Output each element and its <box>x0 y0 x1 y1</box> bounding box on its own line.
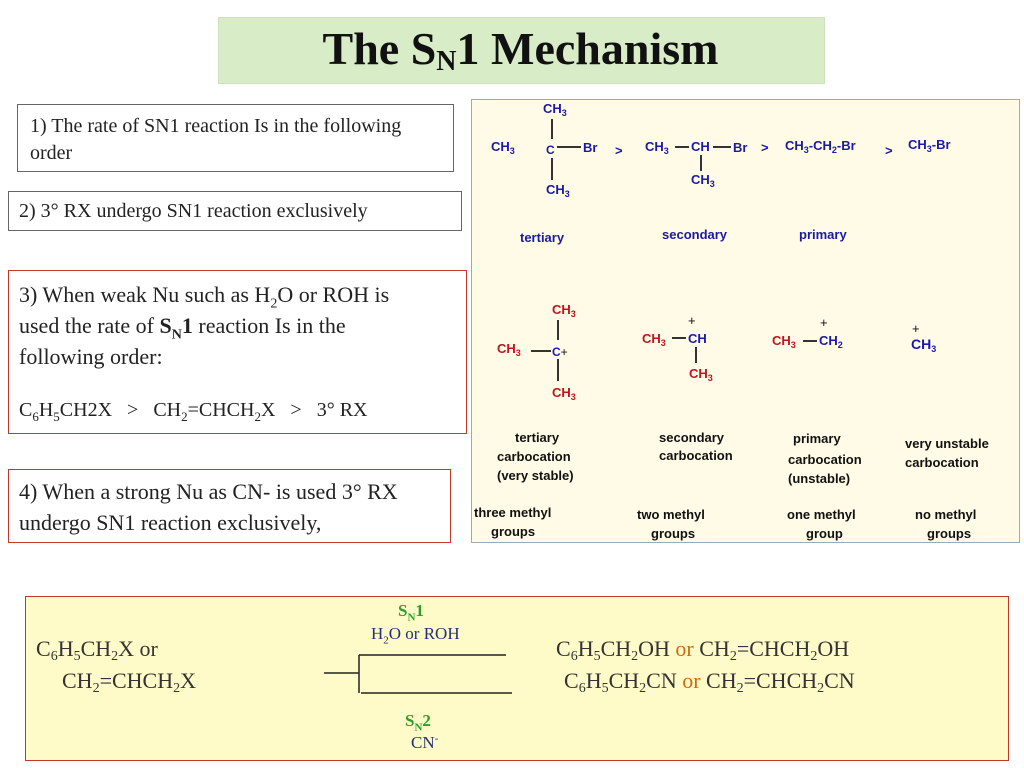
products-sn2: C6H5CH2CN or CH2=CHCH2CN <box>564 668 855 696</box>
bond <box>551 119 553 139</box>
point-3-line-2: used the rate of SN1 reaction Is in the <box>19 313 346 343</box>
sec-cation-ch3: CH3 <box>642 331 666 348</box>
label-secondary: secondary <box>662 227 728 242</box>
sn1-label: SN1 <box>398 601 424 624</box>
methyl-halide: CH3-Br <box>908 137 951 154</box>
prim-cation-ch2: CH2 <box>819 333 843 350</box>
point-3-box: 3) When weak Nu such as H2O or ROH is us… <box>8 270 467 434</box>
greater-than-3: > <box>885 143 893 158</box>
tert-halide-ch3-top: CH3 <box>543 101 567 118</box>
label-tertiary: tertiary <box>520 230 565 245</box>
sn2-label: SN2 <box>405 711 431 734</box>
prim-cation-plus: + <box>820 315 828 330</box>
groups-label-3a: one methyl <box>787 507 856 522</box>
point-3-line-3: following order: <box>19 344 163 369</box>
cation-label-primary-3: (unstable) <box>788 471 851 486</box>
groups-label-4b: groups <box>927 526 972 541</box>
tert-halide-ch3-bottom: CH3 <box>546 182 570 199</box>
label-primary: primary <box>799 227 847 242</box>
groups-label-3b: group <box>806 526 843 541</box>
stability-panel: CH3 CH3 C Br CH3 > CH3 CH Br CH3 > CH3-C… <box>471 99 1020 543</box>
cation-label-methyl-2: carbocation <box>905 455 979 470</box>
bond <box>803 340 817 342</box>
point-3-order: C6H5CH2X > CH2=CHCH2X > 3° RX <box>19 399 368 424</box>
greater-than-2: > <box>761 140 769 155</box>
products-sn1: C6H5CH2OH or CH2=CHCH2OH <box>556 636 850 664</box>
cation-label-tertiary-2: carbocation <box>497 449 571 464</box>
bond <box>557 359 559 381</box>
bond <box>700 155 702 171</box>
methyl-cation: CH3 <box>911 336 937 354</box>
branch-arrow <box>324 654 512 694</box>
tert-halide-carbon: C <box>546 143 555 157</box>
point-1-text: 1) The rate of SN1 reaction Is in the fo… <box>30 115 402 164</box>
tert-cation-ch3-bottom: CH3 <box>552 385 576 402</box>
groups-label-2b: groups <box>651 526 696 541</box>
greater-than-1: > <box>615 143 623 158</box>
bond <box>557 146 581 148</box>
groups-label-1a: three methyl <box>474 505 552 520</box>
cation-label-tertiary-1: tertiary <box>515 430 560 445</box>
sec-cation-ch: CH <box>688 331 707 346</box>
bond <box>551 158 553 180</box>
point-2-box: 2) 3° RX undergo SN1 reaction exclusivel… <box>8 191 462 231</box>
sn1-reagent: H2O or ROH <box>371 624 460 647</box>
cation-label-primary-1: primary <box>793 431 841 446</box>
prim-halide: CH3-CH2-Br <box>785 138 856 155</box>
sn2-reagent: CN- <box>411 732 439 752</box>
sec-halide-ch3: CH3 <box>645 139 669 156</box>
cation-label-secondary-1: secondary <box>659 430 725 445</box>
cation-label-primary-2: carbocation <box>788 452 862 467</box>
title-banner <box>218 17 825 84</box>
sec-cation-plus: + <box>688 313 696 328</box>
tert-cation-ch3-left: CH3 <box>497 341 521 358</box>
reactant-2: CH2=CHCH2X <box>62 668 196 696</box>
prim-cation-ch3: CH3 <box>772 333 796 350</box>
bond <box>557 320 559 340</box>
groups-label-1b: groups <box>491 524 536 539</box>
groups-label-2a: two methyl <box>637 507 705 522</box>
point-2-text: 2) 3° RX undergo SN1 reaction exclusivel… <box>19 200 368 222</box>
point-4-text: 4) When a strong Nu as CN- is used 3° RX… <box>19 479 398 535</box>
methyl-cation-plus: + <box>912 321 920 336</box>
bond <box>675 146 689 148</box>
groups-label-4a: no methyl <box>915 507 977 522</box>
tert-cation-ch3-top: CH3 <box>552 302 576 319</box>
tert-halide-br: Br <box>583 140 598 155</box>
reactant-1: C6H5CH2X or <box>36 636 158 664</box>
point-3-line-1: 3) When weak Nu such as H2O or ROH is <box>19 282 390 312</box>
point-1-box: 1) The rate of SN1 reaction Is in the fo… <box>17 104 454 172</box>
cation-label-tertiary-3: (very stable) <box>497 468 574 483</box>
bond <box>713 146 731 148</box>
tert-halide-ch3-left: CH3 <box>491 139 515 156</box>
point-4-box: 4) When a strong Nu as CN- is used 3° RX… <box>8 469 451 543</box>
cation-label-secondary-2: carbocation <box>659 448 733 463</box>
reaction-panel: C6H5CH2X or CH2=CHCH2X SN1 H2O or ROH SN… <box>25 596 1009 761</box>
cation-label-methyl-1: very unstable <box>905 436 989 451</box>
bond <box>695 347 697 363</box>
page-title: The SN1 Mechanism <box>322 23 719 77</box>
sec-halide-ch: CH <box>691 139 710 154</box>
sec-halide-ch3-bottom: CH3 <box>691 172 715 189</box>
sec-halide-br: Br <box>733 140 748 155</box>
bond <box>672 337 686 339</box>
tert-cation-carbon: C+ <box>552 345 568 359</box>
bond <box>531 350 551 352</box>
sec-cation-ch3-bottom: CH3 <box>689 366 713 383</box>
